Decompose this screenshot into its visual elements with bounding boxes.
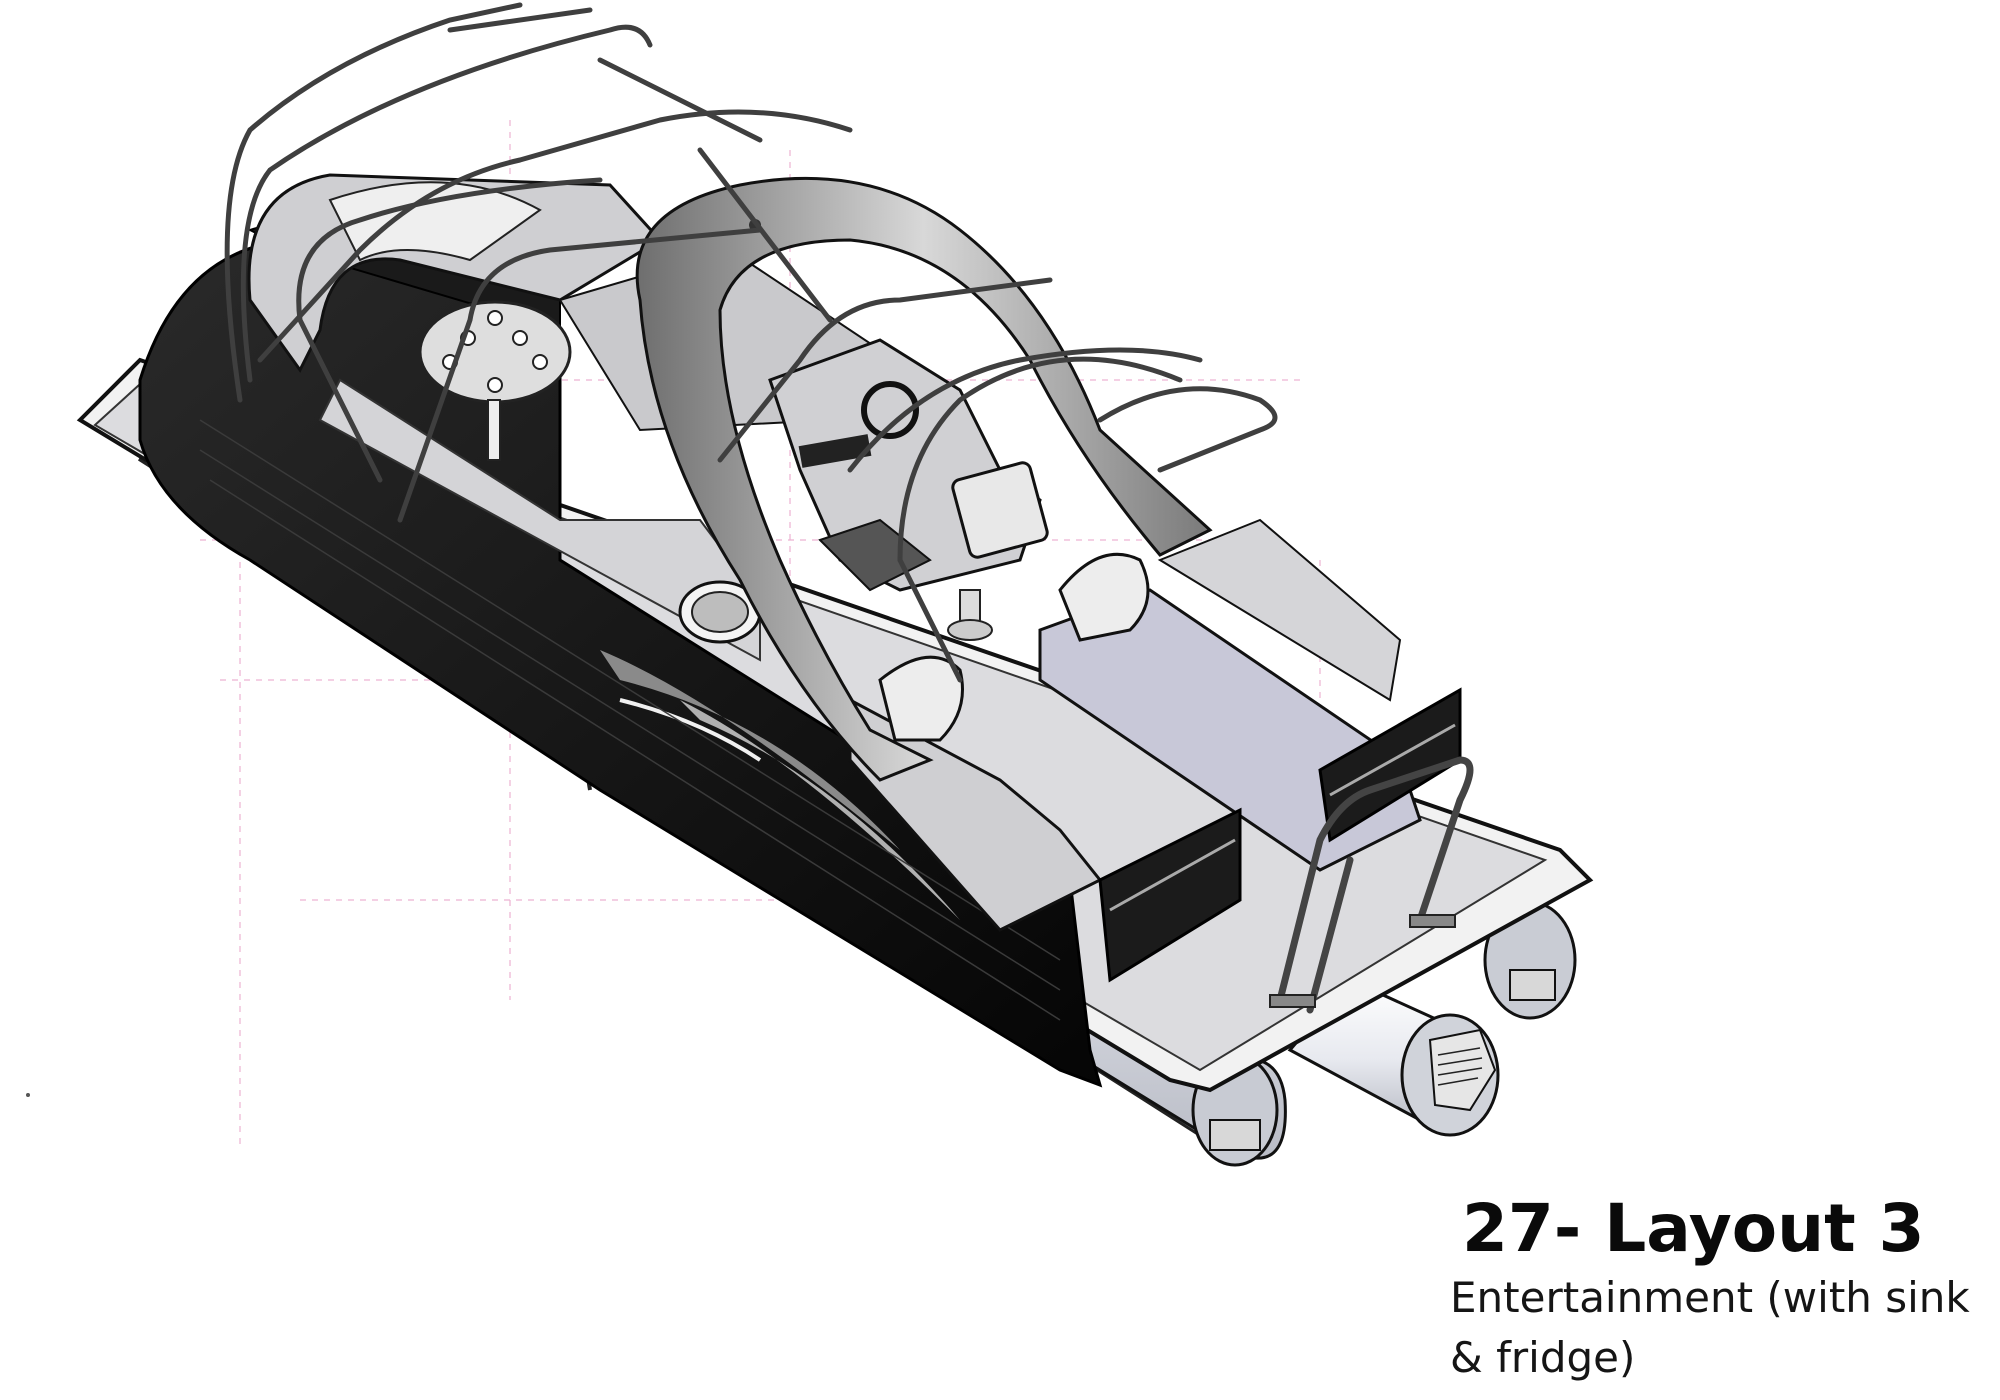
layout-title: 27- Layout 3 <box>1462 1190 1925 1267</box>
marker-dot <box>26 1093 30 1097</box>
layout-subtitle: Entertainment (with sink & fridge) <box>1450 1273 1970 1382</box>
bimini-frame <box>224 2 1278 683</box>
